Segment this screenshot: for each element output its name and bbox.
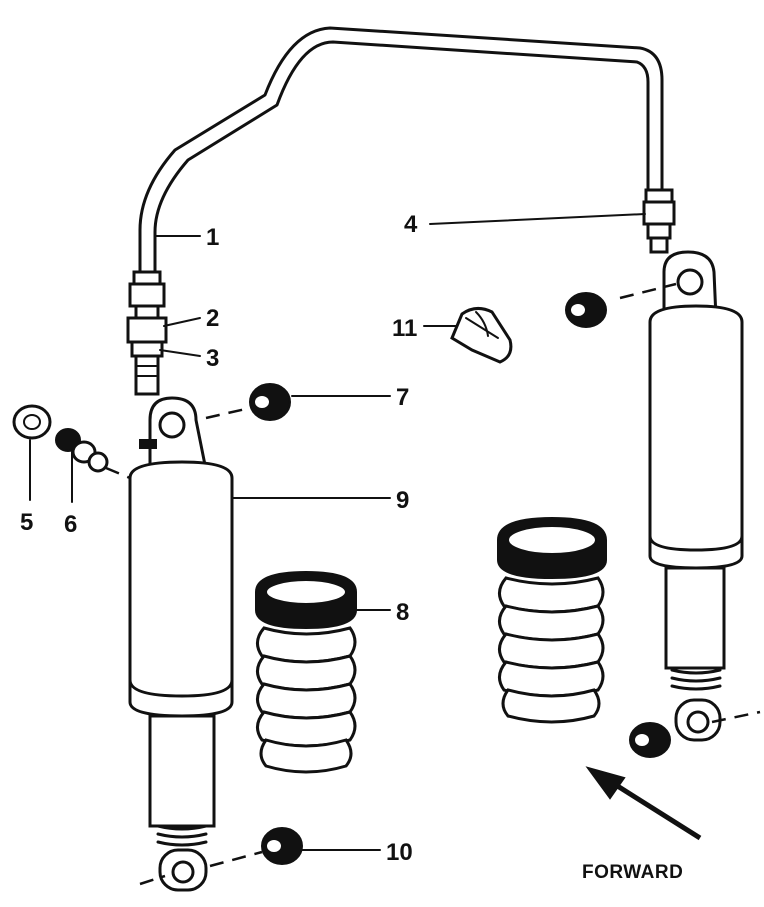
bushing-7 [205,383,291,421]
callout-4: 4 [404,211,418,238]
callout-3: 3 [206,345,219,372]
bushing-10 [209,827,303,868]
bellows-boot-left [255,570,357,774]
forward-arrow [585,766,702,841]
left-air-fitting [126,270,168,396]
callout-8: 8 [396,599,409,626]
forward-label: FORWARD [582,862,683,883]
callout-11: 11 [392,315,417,342]
callout-2: 2 [206,305,219,332]
bushing-upper-right [565,292,607,328]
callout-labels: 1 2 3 4 5 6 7 8 9 10 11 [20,211,418,866]
leader-lines [29,213,646,851]
clip-11 [450,307,513,364]
callout-10: 10 [386,839,413,866]
bellows-boot-right [497,516,607,724]
callout-6: 6 [64,511,77,538]
callout-1: 1 [206,224,219,251]
bushing-lower-right [629,722,671,758]
bolt-6 [55,428,131,480]
right-shock-absorber [619,250,761,742]
callout-5: 5 [20,509,33,536]
left-shock-absorber [128,396,234,892]
callout-7: 7 [396,384,409,411]
right-air-fitting [642,188,676,254]
crossover-air-line [138,26,664,274]
callout-9: 9 [396,487,409,514]
nut-5 [12,404,52,440]
